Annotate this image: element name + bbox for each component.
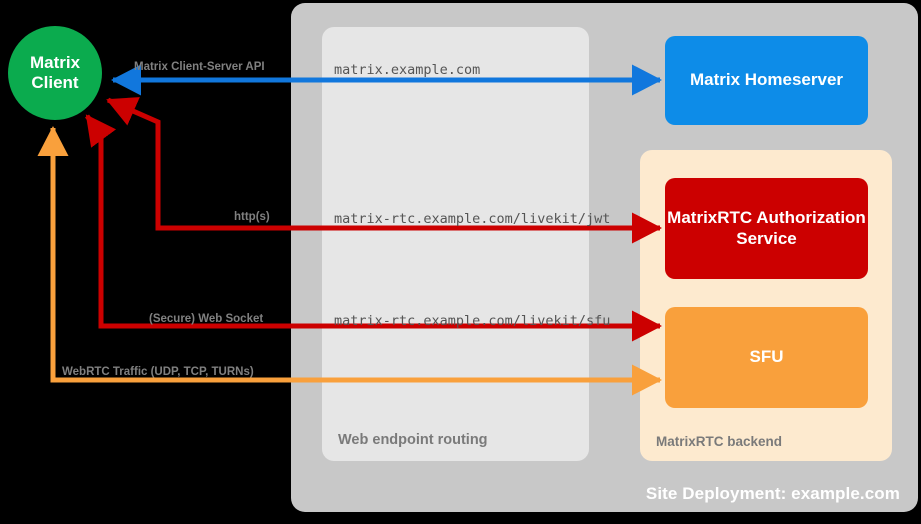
node-matrix-homeserver-label: Matrix Homeserver bbox=[689, 70, 844, 90]
node-matrix-client-label-line1: Matrix bbox=[29, 53, 81, 73]
site-deployment-label: Site Deployment: example.com bbox=[645, 484, 900, 503]
node-matrix-client[interactable]: Matrix Client bbox=[8, 26, 102, 120]
web-endpoint-routing-label: Web endpoint routing bbox=[338, 432, 488, 448]
node-matrixrtc-authorization-service[interactable]: MatrixRTC Authorization Service bbox=[665, 178, 868, 279]
container-web-endpoint-routing: Web endpoint routing bbox=[322, 27, 589, 461]
edge-label-http-s: http(s) bbox=[234, 211, 270, 223]
node-matrix-homeserver[interactable]: Matrix Homeserver bbox=[665, 36, 868, 125]
edge-label-webrtc-traffic: WebRTC Traffic (UDP, TCP, TURNs) bbox=[62, 366, 254, 378]
node-sfu[interactable]: SFU bbox=[665, 307, 868, 408]
node-matrixrtc-authorization-service-label: MatrixRTC Authorization Service bbox=[667, 207, 866, 248]
node-matrix-client-label-line2: Client bbox=[31, 73, 79, 92]
node-sfu-label: SFU bbox=[749, 347, 784, 367]
route-label-matrix-example-com: matrix.example.com bbox=[334, 62, 481, 78]
route-label-livekit-jwt: matrix-rtc.example.com/livekit/jwt bbox=[334, 211, 611, 227]
edge-label-secure-web-socket: (Secure) Web Socket bbox=[149, 313, 264, 325]
edge-label-matrix-client-server-api: Matrix Client-Server API bbox=[134, 61, 265, 73]
matrixrtc-backend-label: MatrixRTC backend bbox=[656, 434, 783, 449]
route-label-livekit-sfu: matrix-rtc.example.com/livekit/sfu bbox=[334, 313, 611, 329]
